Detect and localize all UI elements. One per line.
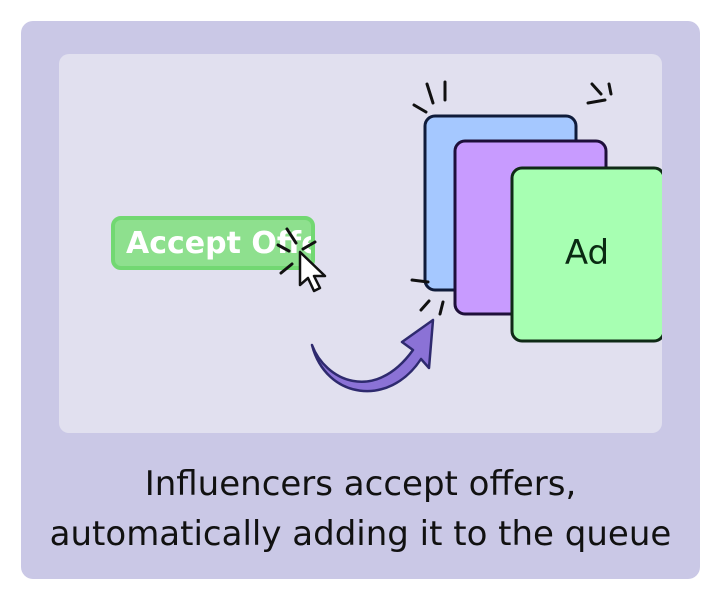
accept-offer-button[interactable]: Accept Offer: [111, 216, 315, 270]
click-spark-icon: [276, 227, 317, 275]
caption: Influencers accept offers, automatically…: [21, 459, 700, 559]
queue-card-label: Ad: [565, 233, 609, 273]
curved-arrow-icon: [310, 318, 435, 393]
sparkle-icon: [410, 80, 613, 316]
illustration-art: Ad: [276, 80, 662, 393]
caption-line-1: Influencers accept offers,: [144, 464, 577, 504]
caption-line-2: automatically adding it to the queue: [49, 514, 672, 554]
queue-card-front: [510, 166, 662, 343]
illustration-card: Accept Offer Ad: [21, 21, 700, 579]
illustration-stage: Accept Offer Ad: [59, 54, 662, 433]
cursor-pointer-icon[interactable]: [298, 250, 327, 293]
accept-offer-label: Accept Offer: [126, 225, 311, 261]
